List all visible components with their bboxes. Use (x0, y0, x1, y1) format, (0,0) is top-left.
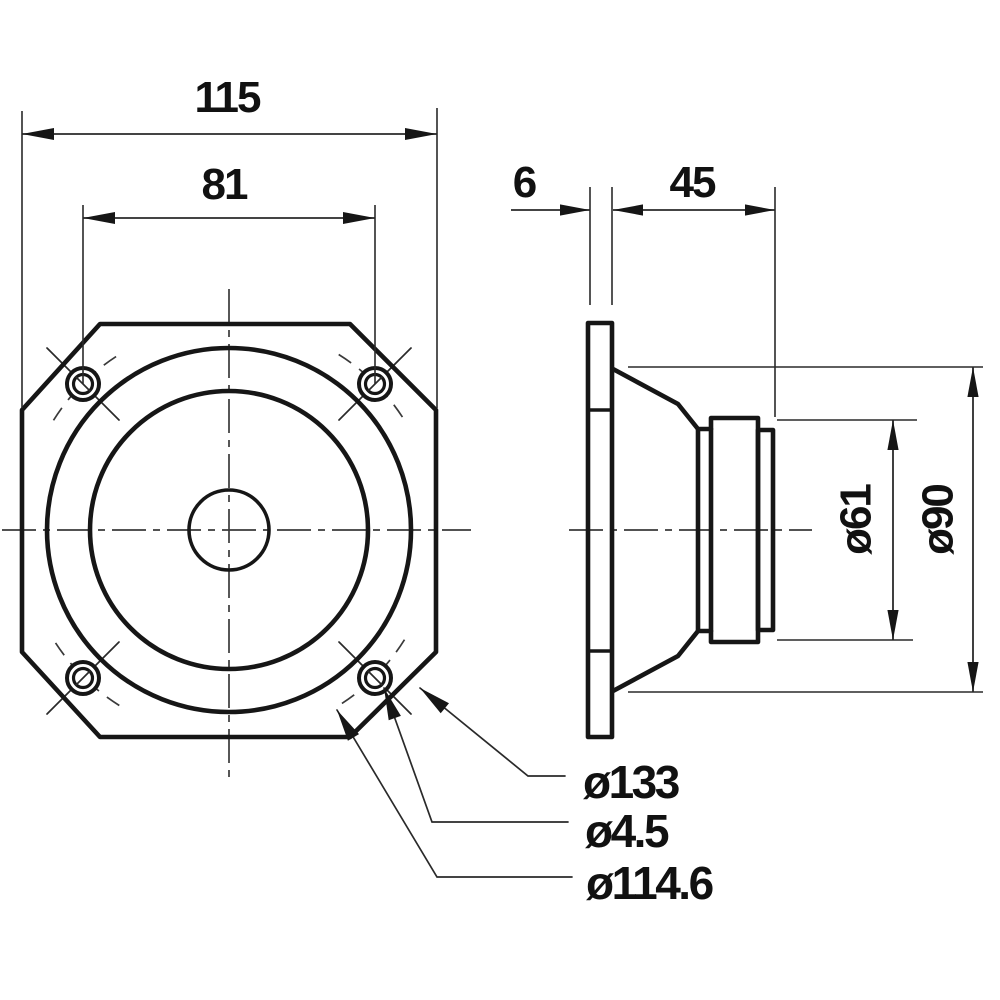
arrowhead-down (887, 610, 899, 640)
arrowhead-down (967, 662, 979, 692)
hole-slash (75, 670, 91, 686)
arrowhead-up (887, 420, 899, 450)
cone-surround-circle (87, 388, 371, 672)
label-corner-diameter: ø133 (583, 756, 679, 808)
dim-6-label: 6 (513, 158, 536, 207)
leader-arrowhead (384, 688, 401, 721)
arrowhead-left (22, 128, 54, 140)
dim-90-label: ø90 (914, 485, 963, 555)
dimension-overall-width: 115 (21, 73, 438, 408)
flange-profile (585, 320, 615, 740)
arrowhead-right (405, 128, 437, 140)
label-bolt-circle-diameter: ø114.6 (586, 857, 713, 909)
cone-slope-bottom (610, 628, 714, 694)
front-centerlines (2, 289, 471, 777)
arrowhead-right (343, 212, 375, 224)
leader-arrowhead (337, 710, 359, 741)
rear-plate (755, 427, 776, 633)
mounting-hole-bottom-right (357, 660, 393, 696)
cone-slope-top (610, 366, 714, 432)
arrowhead-left (83, 212, 115, 224)
dimension-hole-spacing: 81 (82, 160, 376, 384)
dimension-flange-thickness: 6 (511, 158, 613, 305)
dim-115-label: 115 (195, 73, 262, 122)
hole-slash (367, 670, 383, 686)
bolt-arc-top-left (52, 353, 120, 421)
outer-rim-circle (44, 345, 414, 715)
basket-profile (610, 366, 776, 694)
leader-line (383, 687, 569, 823)
dust-cap-circle (187, 488, 271, 572)
arrowhead-right (745, 204, 775, 216)
dim-61-label: ø61 (832, 484, 881, 555)
bolt-arc-top-right (338, 353, 406, 421)
front-view: 115 81 ø133 ø4.5 ø114.6 (2, 73, 715, 909)
leader-bolt-circle-diameter: ø114.6 (336, 709, 715, 909)
bolt-arc-bottom-right (338, 639, 406, 707)
dimension-magnet-diameter: ø61 (777, 419, 917, 641)
bolt-arc-bottom-left (52, 639, 120, 707)
arrowhead-left (613, 204, 643, 216)
side-flange (585, 320, 615, 740)
leader-corner-diameter: ø133 (419, 687, 681, 808)
leader-arrowhead (420, 688, 449, 714)
label-hole-diameter: ø4.5 (585, 805, 669, 857)
leader-line (336, 709, 573, 878)
leader-hole-diameter: ø4.5 (383, 687, 671, 857)
mounting-hole-bottom-left (65, 660, 101, 696)
arrowhead-up (967, 367, 979, 397)
leader-line (419, 687, 566, 777)
dimension-depth: 45 (613, 158, 776, 417)
dim-81-label: 81 (202, 160, 248, 209)
bolt-circle-arcs (52, 353, 406, 707)
dim-45-label: 45 (670, 158, 716, 207)
arrowhead (560, 204, 590, 216)
dimension-basket-diameter: ø90 (628, 366, 983, 693)
side-view: 6 45 ø61 ø90 (511, 158, 983, 740)
